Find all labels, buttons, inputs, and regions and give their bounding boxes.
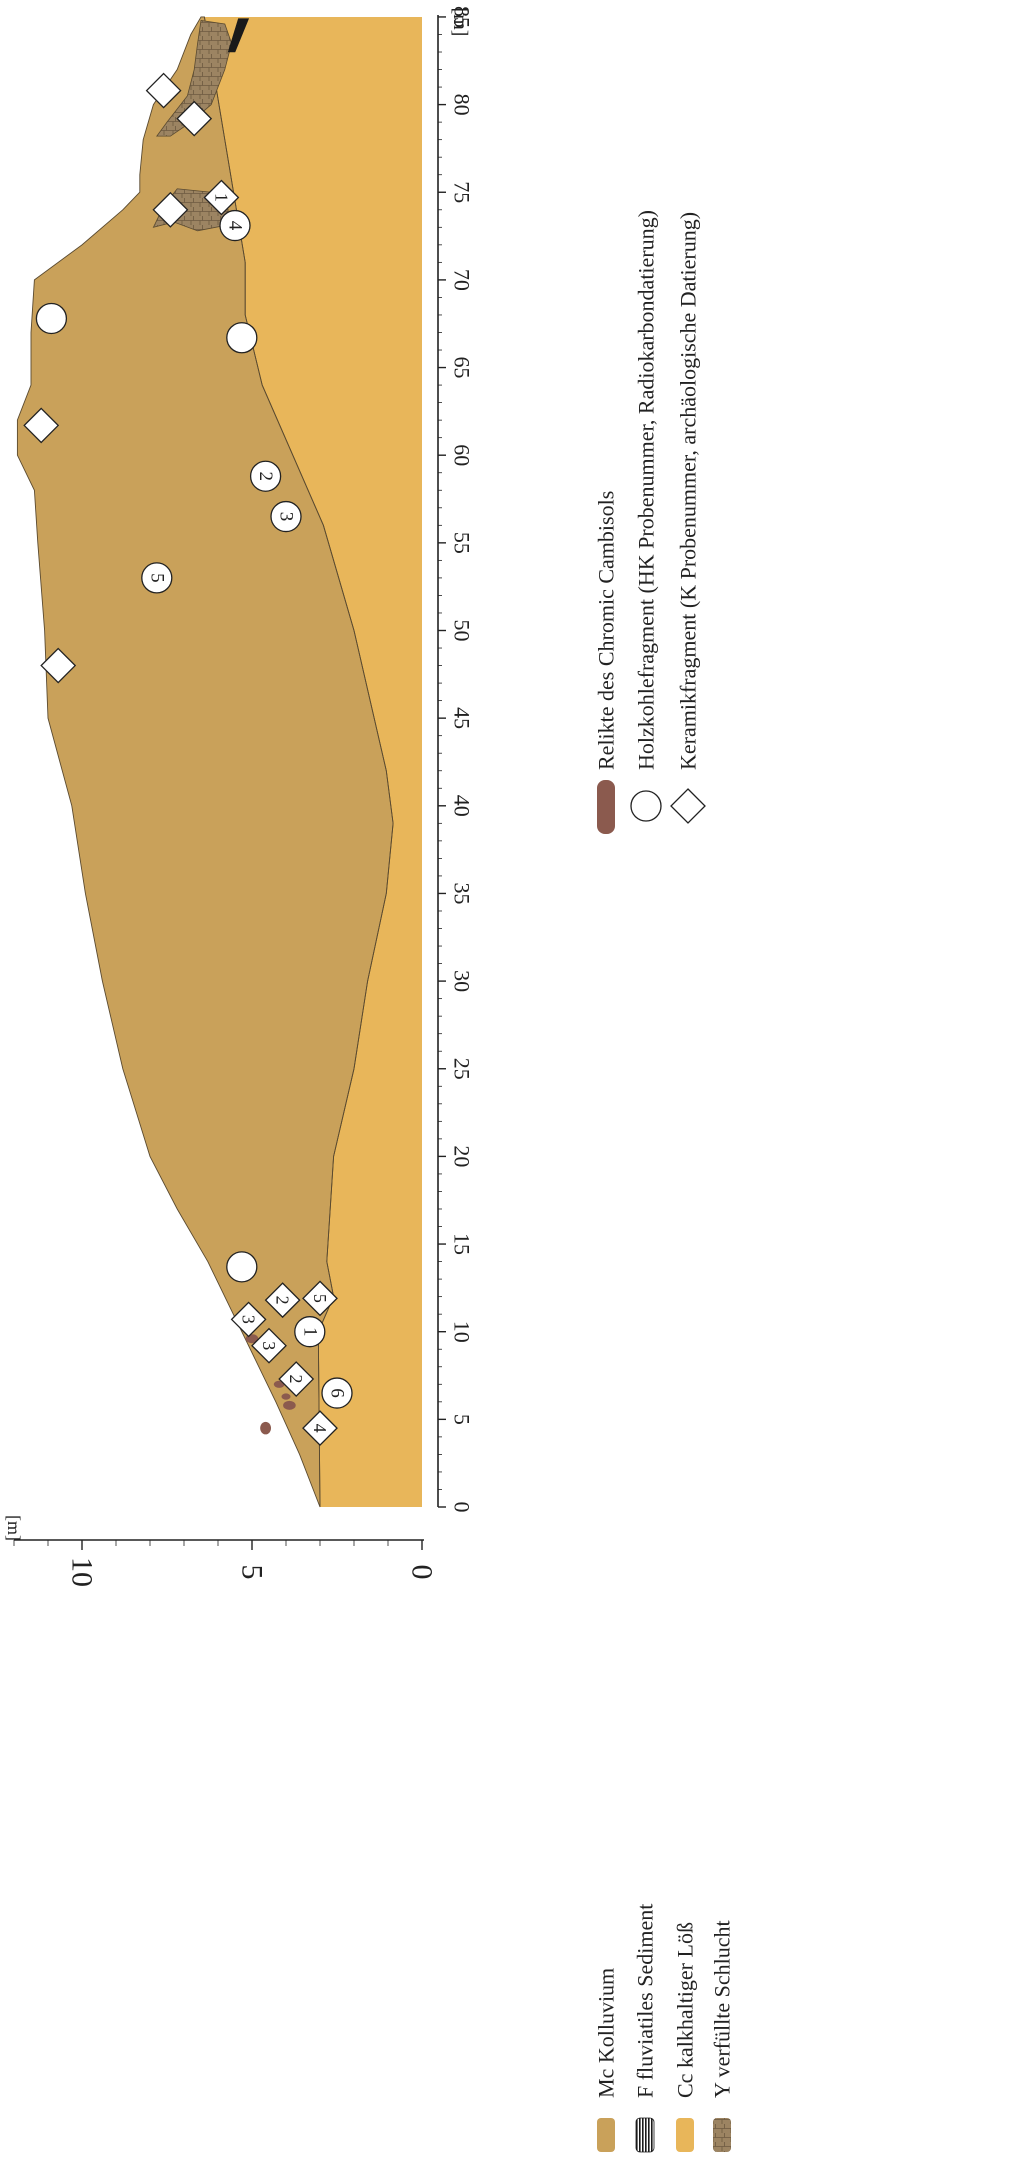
ceramic-sample-label: 3 [239, 1315, 259, 1324]
ceramic-sample-marker [230, 1301, 267, 1338]
charcoal-sample-marker [249, 460, 282, 492]
ceramic-sample-marker [40, 647, 77, 684]
legend-symbol-gully [713, 2118, 731, 2152]
ceramic-sample-label: 5 [310, 1294, 330, 1303]
ceramic-sample-marker [264, 1282, 301, 1319]
x-axis-tick-label: 80 [450, 94, 475, 116]
legend-label-loess: Cc kalkhaltiger Löß [673, 1922, 698, 2098]
charcoal-sample-marker [321, 1377, 353, 1409]
legend-label-fluvial: F fluviatiles Sediment [633, 1904, 658, 2098]
fluvial-sediment [227, 18, 250, 53]
loess-boundary-line [203, 16, 394, 1508]
charcoal-sample-marker [270, 500, 302, 533]
charcoal-sample-label: 1 [299, 1327, 320, 1337]
charcoal-sample-marker [35, 302, 68, 335]
charcoal-sample-marker [219, 209, 251, 242]
x-axis-tick-label: 45 [450, 707, 475, 729]
ceramic-sample-label: 4 [310, 1424, 330, 1433]
x-axis-tick-label: 35 [450, 882, 475, 904]
ceramic-sample-label: 1 [211, 193, 231, 202]
y-axis-tick-label: 0 [406, 1565, 439, 1580]
legend-label-ceramic: Keramikfragment (K Probenummer, archäolo… [676, 212, 701, 770]
x-axis-tick-label: 60 [450, 444, 475, 466]
x-axis-tick-label: 40 [450, 795, 475, 817]
y-axis-unit: [m] [4, 1515, 24, 1541]
legend-symbol-ceramic [670, 788, 706, 824]
ceramic-sample-marker [278, 1361, 315, 1397]
profile-layers [16, 16, 422, 1508]
legend-symbol-chromic [597, 780, 615, 834]
x-axis-tick-label: 0 [450, 1502, 475, 1513]
ceramic-sample-label: 2 [273, 1296, 293, 1305]
charcoal-sample-marker [294, 1316, 326, 1348]
x-axis-tick-label: 20 [450, 1145, 475, 1167]
x-axis-unit: [m] [449, 8, 471, 37]
ceramic-sample-label: 3 [259, 1341, 279, 1350]
chromic-relict [281, 1393, 291, 1400]
ceramic-sample-marker [176, 100, 213, 137]
legend-label-chromic: Relikte des Chromic Cambisols [594, 491, 619, 770]
x-axis-tick-label: 30 [450, 970, 475, 992]
soil-profile-diagram: 0510152025303540455055606570758085[m]051… [4, 6, 735, 2153]
charcoal-sample-label: 5 [146, 573, 167, 583]
charcoal-sample-label: 3 [276, 512, 297, 522]
x-axis-tick-label: 5 [450, 1414, 475, 1425]
x-axis-tick-label: 70 [450, 269, 475, 291]
axes: 0510152025303540455055606570758085[m]051… [4, 6, 475, 1587]
chromic-relict [283, 1400, 296, 1410]
legend: Mc Kolluvium F fluviatiles Sediment Cc kal… [594, 210, 735, 2153]
legend-label-charcoal: Holzkohlefragment (HK Probenummer, Radio… [634, 210, 659, 770]
legend-symbol-fluvial [635, 2117, 655, 2153]
legend-label-gully: Y verfüllte Schlucht [710, 1920, 735, 2098]
ceramic-sample-marker [145, 72, 182, 109]
charcoal-sample-marker [226, 322, 258, 354]
ceramic-sample-marker [23, 407, 60, 444]
fluvial-strip [227, 18, 250, 53]
x-axis-tick-label: 50 [450, 620, 475, 642]
y-axis-tick-label: 10 [66, 1557, 99, 1587]
legend-symbol-colluvium [597, 2118, 615, 2152]
charcoal-sample-label: 2 [255, 471, 276, 481]
ceramic-sample-label: 2 [286, 1375, 306, 1384]
x-axis-tick-label: 15 [450, 1233, 475, 1255]
x-axis-tick-label: 10 [450, 1321, 475, 1343]
x-axis-tick-label: 85 [450, 6, 475, 28]
x-axis-tick-label: 25 [450, 1058, 475, 1080]
charcoal-sample-label: 6 [327, 1388, 348, 1398]
ceramic-sample-marker [152, 191, 189, 228]
ceramic-sample-marker [302, 1280, 338, 1317]
y-axis-tick-label: 5 [236, 1565, 269, 1580]
legend-symbol-loess [676, 2118, 694, 2152]
legend-symbol-charcoal [630, 790, 662, 822]
charcoal-sample-marker [226, 1251, 258, 1283]
sample-markers: 6 1 5 3 2 4 4 2 3 3 2 5 1 [23, 72, 353, 1447]
charcoal-sample-marker [141, 562, 173, 594]
loess-layer [204, 16, 422, 1508]
chromic-relict [260, 1421, 271, 1435]
x-axis-tick-label: 65 [450, 357, 475, 379]
ceramic-sample-marker [302, 1410, 338, 1447]
ceramic-sample-marker [251, 1327, 287, 1364]
legend-label-colluvium: Mc Kolluvium [594, 1968, 619, 2098]
chromic-relicts [245, 1334, 296, 1435]
ceramic-sample-marker [203, 179, 240, 216]
x-axis-tick-label: 55 [450, 532, 475, 554]
x-axis-tick-label: 75 [450, 181, 475, 203]
charcoal-sample-label: 4 [225, 221, 246, 231]
